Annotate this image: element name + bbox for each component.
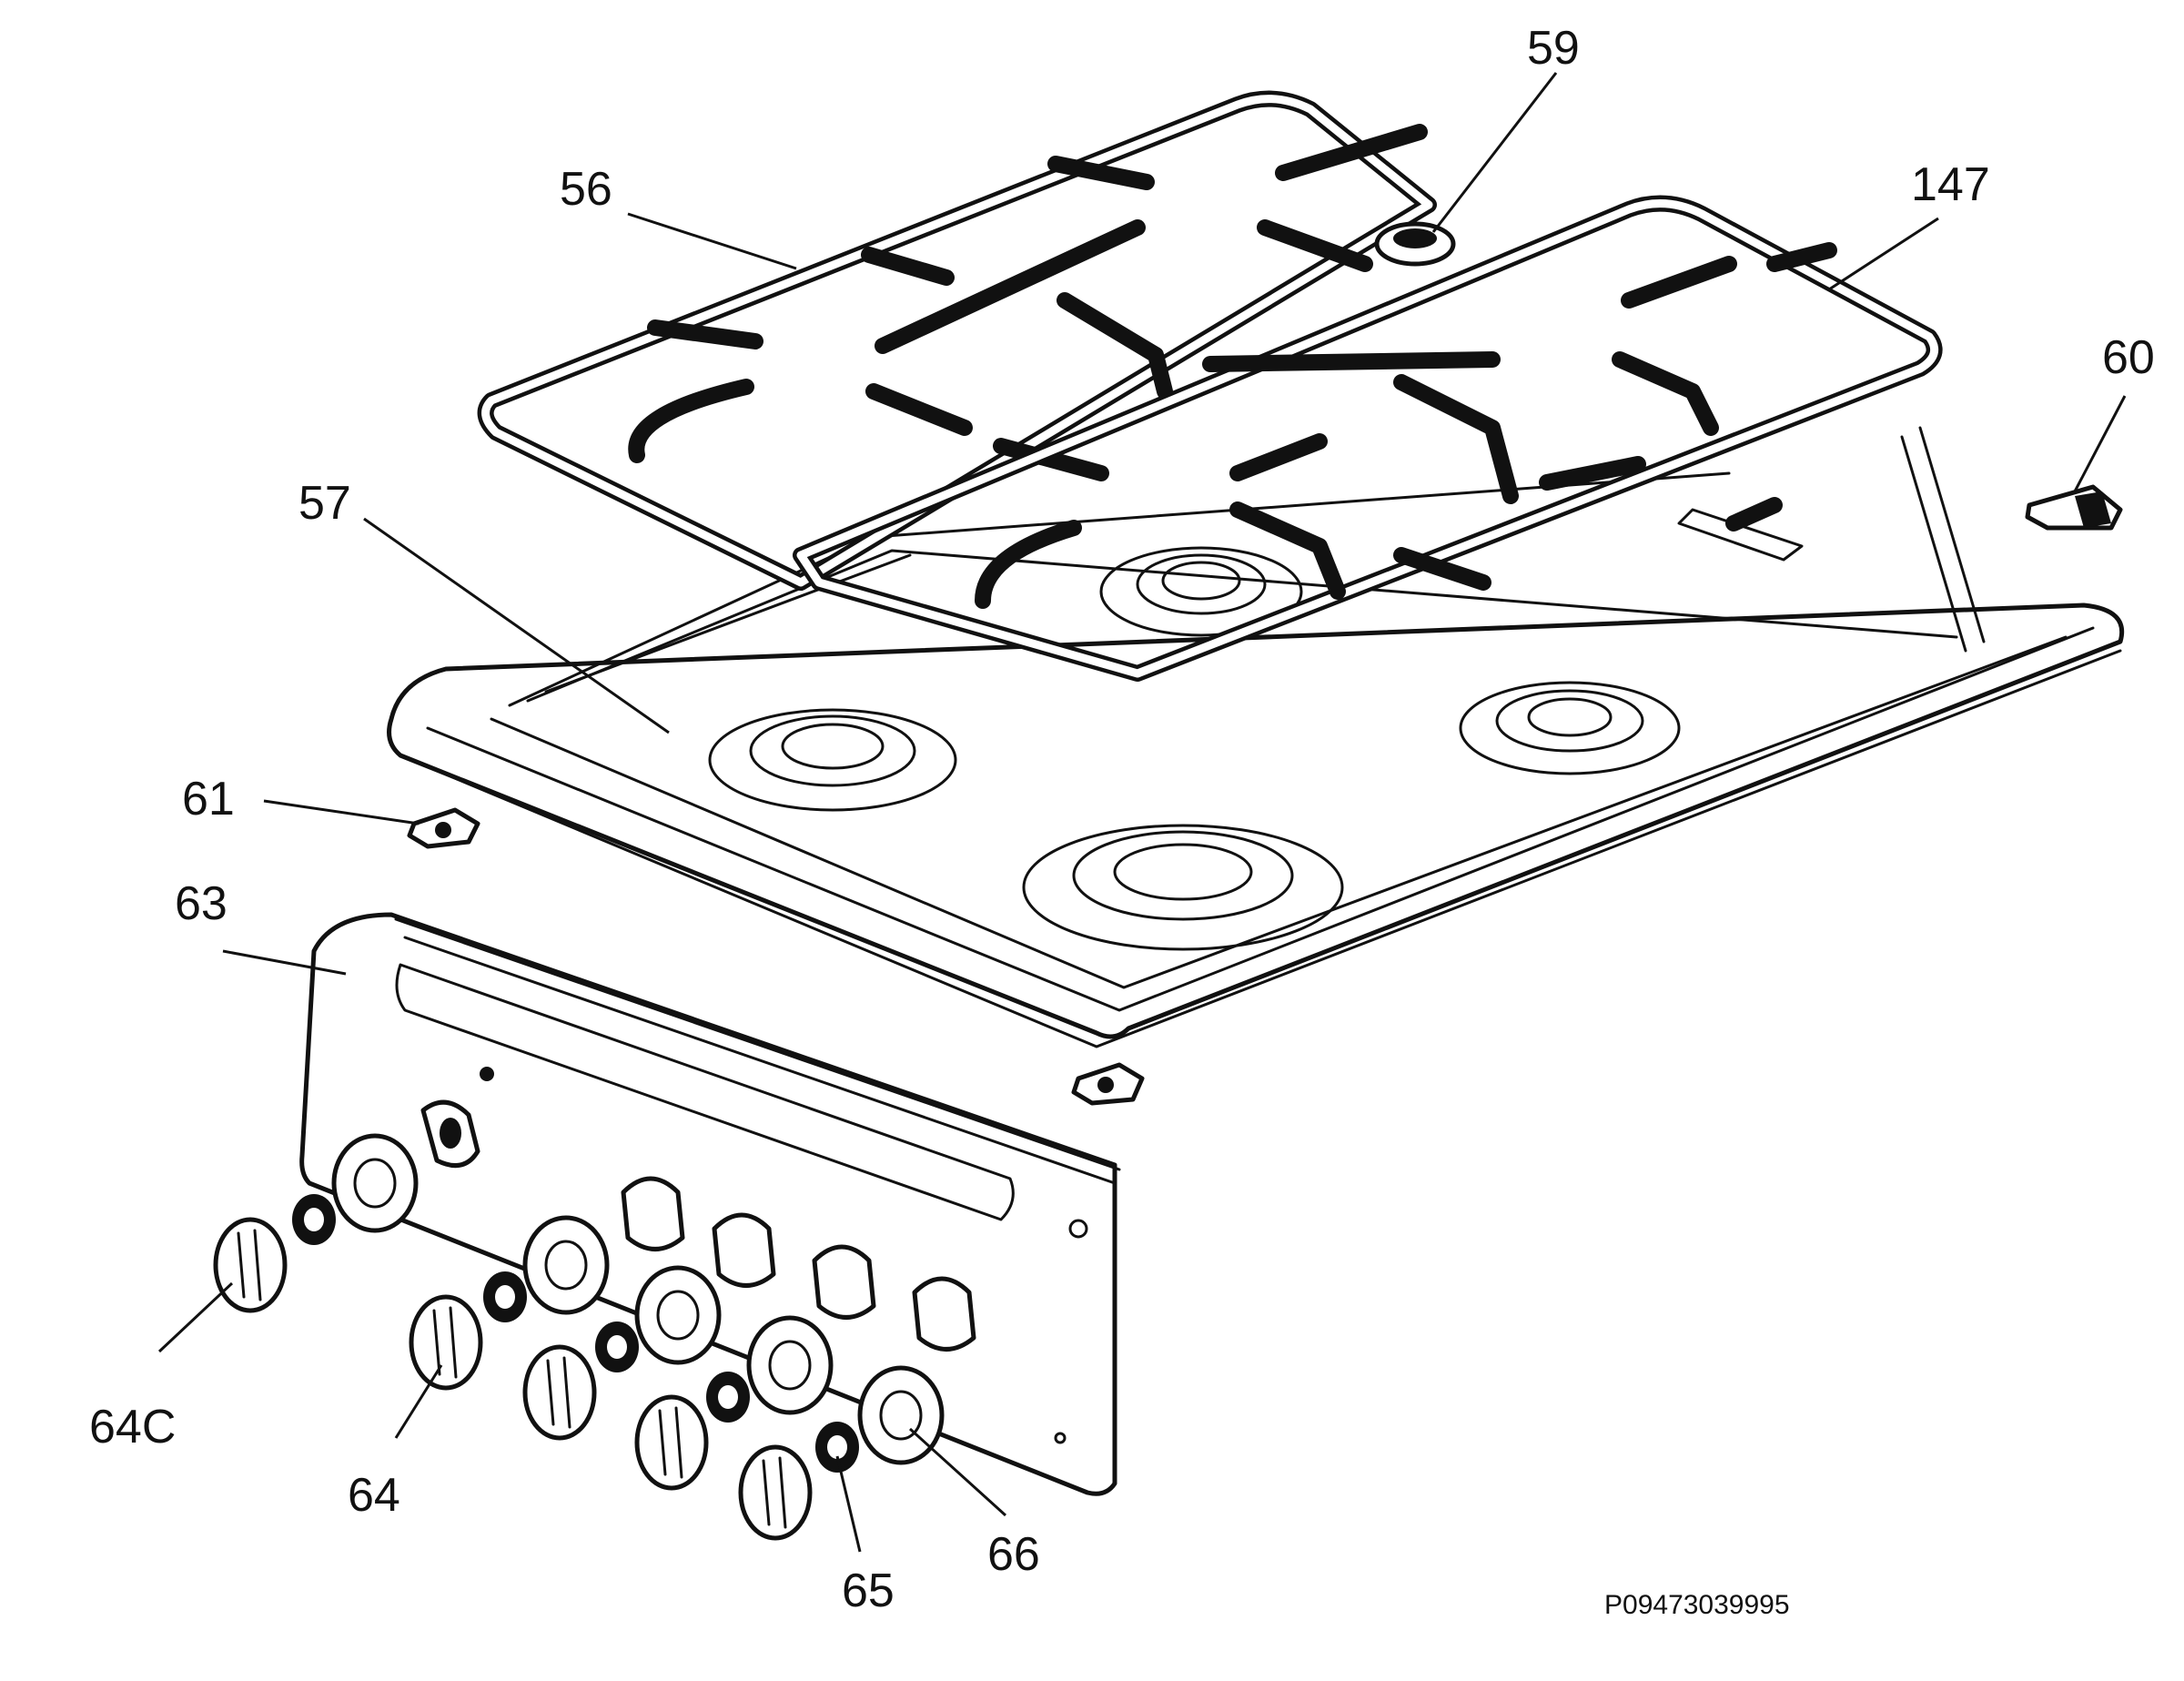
- pan-support-grid-left: [477, 90, 1437, 591]
- pan-support-grid-right: [793, 195, 1943, 682]
- bezel-ring-4: [746, 1315, 834, 1415]
- part-number-labels: 56 57 59 147 60 61 63 64C 64 65 66 P0947…: [89, 22, 2155, 1620]
- knob-5: [738, 1444, 813, 1541]
- label-part-147: 147: [1911, 158, 1990, 211]
- label-part-65: 65: [842, 1565, 895, 1617]
- knob-2: [409, 1294, 483, 1391]
- label-part-56: 56: [560, 163, 612, 216]
- burner-rear-right-slot: [1677, 508, 1804, 562]
- burner-front-right: [1459, 681, 1681, 775]
- bezel-ring-3: [634, 1265, 722, 1365]
- control-panel: [299, 912, 1121, 1496]
- burner-front-center: [1022, 824, 1344, 951]
- bezel-ring-2: [522, 1215, 610, 1315]
- label-part-59: 59: [1527, 22, 1580, 75]
- panel-knob-holes: [621, 1176, 976, 1352]
- knob-1: [213, 1217, 288, 1313]
- bezel-ring-1: [331, 1133, 419, 1233]
- label-part-64: 64: [348, 1469, 400, 1522]
- label-part-64c: 64C: [89, 1401, 176, 1453]
- label-part-66: 66: [987, 1528, 1040, 1581]
- knob-4: [634, 1394, 709, 1491]
- burner-rear-center: [1099, 546, 1303, 637]
- burner-rings: [708, 508, 1804, 951]
- label-part-63: 63: [175, 877, 228, 930]
- knob-seals: [292, 1194, 859, 1473]
- foot-clip-under-plate: [1071, 1062, 1145, 1106]
- spark-cap-part: [1374, 221, 1456, 267]
- leader-lines: [157, 72, 2127, 1553]
- label-part-61: 61: [182, 773, 235, 825]
- control-knobs: [213, 1217, 813, 1541]
- clip-part-61: [407, 807, 480, 849]
- drawing-code: P09473039995: [1604, 1590, 1790, 1620]
- panel-switch: [420, 1099, 480, 1169]
- knob-bezel-rings: [331, 1133, 945, 1465]
- burner-front-left: [708, 708, 957, 812]
- label-part-60: 60: [2102, 331, 2155, 384]
- clip-part-60: [2025, 484, 2123, 531]
- label-part-57: 57: [298, 477, 351, 530]
- knob-3: [522, 1344, 597, 1441]
